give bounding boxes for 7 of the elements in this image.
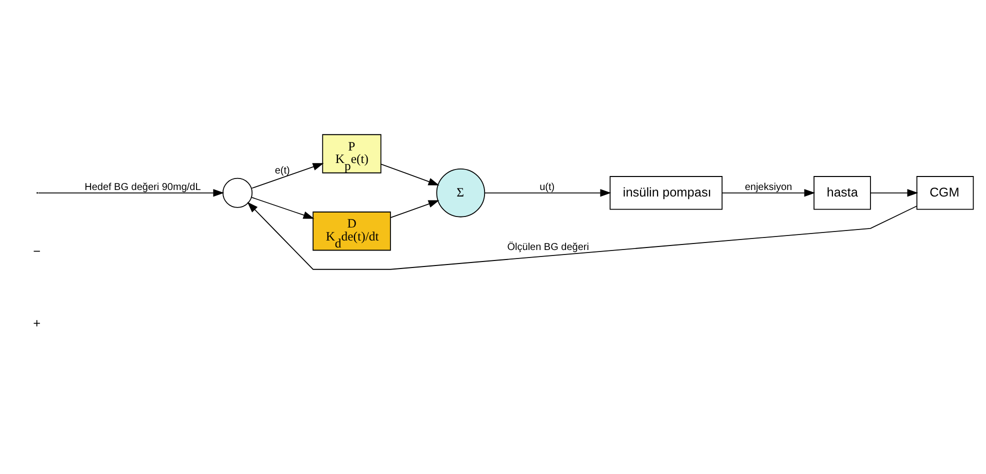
edge-label: Ölçülen BG değeri bbox=[507, 242, 589, 253]
label: − bbox=[33, 242, 41, 258]
edge-label: e(t) bbox=[274, 165, 290, 176]
edge-label: enjeksiyon bbox=[744, 181, 792, 192]
label: + bbox=[33, 314, 41, 330]
edge-label: Hedef BG değeri 90mg/dL bbox=[84, 181, 201, 192]
edge-label: u(t) bbox=[540, 181, 555, 192]
